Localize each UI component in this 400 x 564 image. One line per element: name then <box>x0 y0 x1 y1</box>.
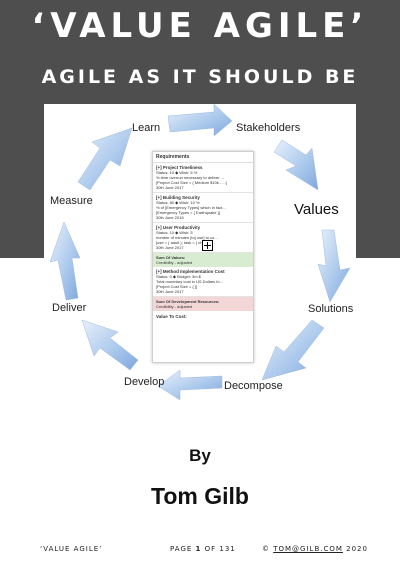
requirement-name: [+] Building Security <box>156 195 200 200</box>
copyright-year: 2020 <box>342 545 368 553</box>
requirement-name: [+] User Productivity <box>156 225 201 230</box>
cycle-arrow-7 <box>49 221 81 301</box>
requirement-scope: [use = { adult }, task = { ch...}] <box>156 240 209 245</box>
crosshair-cursor-icon <box>202 240 213 251</box>
page-num: 1 <box>195 545 202 553</box>
cost-scope: [Project Cost Size = { }] <box>156 284 198 289</box>
card-heading: Requirements <box>153 152 253 163</box>
cost-status: Status: 0 ◆ Budget: 3m $ <box>156 274 201 279</box>
requirement-scope: [Emergency Types = { Earthquake }] <box>156 210 221 215</box>
footer-book-title: ‘VALUE AGILE’ <box>40 545 103 553</box>
requirement-date: 30th June 2018 <box>156 215 184 220</box>
cost-desc: Total monetary cost in US Dollars fo... <box>156 279 223 284</box>
requirement-date: 30th June 2017 <box>156 245 184 250</box>
requirement-name: [+] Project Timeliness <box>156 165 203 170</box>
sum-of-resources-label: Sum Of Development Resources: <box>156 299 220 304</box>
cycle-label-stakeholders: Stakeholders <box>236 122 301 134</box>
requirement-item: [+] User Productivity Status: 10 ◆ Wish:… <box>153 223 253 253</box>
cycle-arrow-5 <box>157 369 223 401</box>
cost-date: 30th June 2017 <box>156 289 184 294</box>
cycle-arrow-8 <box>77 127 133 191</box>
footer-copyright: © TOM@GILB.COM 2020 <box>262 545 368 553</box>
requirement-desc: number of minutes [to] use] to co... <box>156 235 218 240</box>
requirements-card: Requirements [+] Project Timeliness Stat… <box>152 151 254 363</box>
cycle-label-values: Values <box>294 201 339 218</box>
cycle-label-solutions: Solutions <box>308 303 354 315</box>
requirement-status: Status: 10 ◆ Wish: 5 % <box>156 170 198 175</box>
requirement-item: [+] Building Security Status: 80 ◆ Wish:… <box>153 193 253 223</box>
requirement-desc: % of [Emergency Types] which in fact... <box>156 205 226 210</box>
sum-of-values-sub: Credibility - adjusted <box>156 260 193 265</box>
requirement-item: [+] Project Timeliness Status: 10 ◆ Wish… <box>153 163 253 193</box>
author-name: Tom Gilb <box>151 483 249 509</box>
cycle-label-decompose: Decompose <box>224 380 283 392</box>
cycle-arrow-2 <box>273 139 319 191</box>
requirement-status: Status: 80 ◆ Wish: 10 % <box>156 200 200 205</box>
requirement-date: 30th June 2017 <box>156 185 184 190</box>
sum-of-resources-row: Sum Of Development Resources: Credibilit… <box>153 297 253 311</box>
requirement-status: Status: 10 ◆ Wish: 5 <box>156 230 193 235</box>
page-total: OF 131 <box>201 545 236 553</box>
cost-name: [+] Method Implementation Cost <box>156 269 225 274</box>
cycle-arrow-1 <box>167 103 233 137</box>
value-to-cost-label: Value To Cost: <box>156 314 187 319</box>
cycle-label-develop: Develop <box>124 376 165 388</box>
cost-item: [+] Method Implementation Cost Status: 0… <box>153 267 253 297</box>
sum-of-resources-sub: Credibility - adjusted <box>156 304 193 309</box>
cycle-label-measure: Measure <box>50 195 93 207</box>
cycle-label-learn: Learn <box>132 122 161 134</box>
copyright-icon: © <box>262 545 270 553</box>
page-prefix: PAGE <box>170 545 196 553</box>
requirement-desc: % time overrun necessary to deliver ... <box>156 175 225 180</box>
footer-page-number: PAGE 1 OF 131 <box>170 545 236 553</box>
sum-of-values-label: Sum Of Values: <box>156 255 186 260</box>
sum-of-values-row: Sum Of Values: Credibility - adjusted <box>153 253 253 267</box>
cycle-arrow-6 <box>81 319 139 371</box>
book-subtitle: AGILE AS IT SHOULD BE <box>41 66 359 88</box>
requirement-scope: [Project Cost Size = { Medium $10k - ...… <box>156 180 227 185</box>
cycle-label-deliver: Deliver <box>52 302 87 314</box>
cycle-arrow-3 <box>317 229 351 303</box>
by-label: By <box>189 446 211 465</box>
author-email-link[interactable]: TOM@GILB.COM <box>273 545 343 553</box>
book-title: ‘VALUE AGILE’ <box>31 6 369 46</box>
cycle-arrow-4 <box>261 319 325 381</box>
